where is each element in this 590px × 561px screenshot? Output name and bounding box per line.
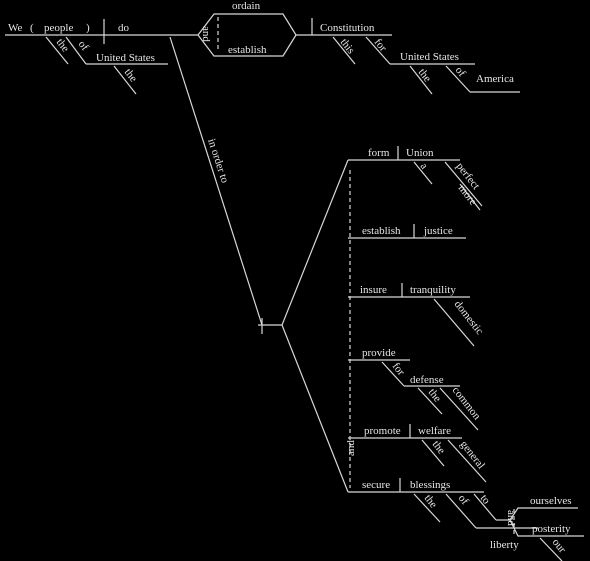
provide-text: provide — [362, 347, 396, 359]
promote-text: promote — [364, 425, 401, 437]
blessings-text: blessings — [410, 479, 450, 491]
infinitive-form: form Union a perfect more — [348, 146, 483, 211]
object-the: the — [416, 66, 434, 84]
infinitive-establish: establish justice — [348, 224, 466, 239]
subject-we: We — [8, 22, 23, 34]
more-slant — [459, 183, 481, 211]
verb-fork-upper — [197, 13, 297, 36]
infinitive-promote: promote welfare the general — [348, 424, 487, 483]
verb-fork-lower — [197, 34, 297, 57]
fan-conj-and: and — [345, 440, 357, 456]
object-united-states: United States — [400, 51, 459, 63]
union-text: Union — [406, 147, 434, 159]
to-fork-upper — [509, 507, 578, 521]
liberty-text: liberty — [490, 539, 519, 551]
the-blessings-slant — [413, 493, 441, 523]
a-slant — [413, 161, 433, 185]
object-of: of — [453, 64, 468, 79]
domestic-slant — [433, 298, 475, 347]
to-text: to — [478, 492, 493, 507]
purpose-in-order-to: in order to — [205, 137, 231, 185]
to-slant — [473, 493, 497, 521]
the-welfare-text: the — [430, 438, 448, 456]
subject-the2: the — [122, 66, 140, 84]
ourselves-text: ourselves — [530, 495, 572, 507]
common-slant — [439, 387, 479, 431]
secure-text: secure — [362, 479, 390, 491]
welfare-text: welfare — [418, 425, 451, 437]
posterity-text: posterity — [532, 523, 571, 535]
fan-upper — [281, 159, 349, 326]
of-slant — [65, 36, 87, 65]
for-slant-provide — [381, 361, 405, 387]
establish-text: establish — [362, 225, 401, 237]
for-slant — [365, 36, 391, 65]
the-blessings-text: the — [422, 492, 440, 510]
perfect-slant — [444, 161, 483, 207]
main-clause: We ( people ) do the of United States th… — [5, 0, 520, 95]
object-america: America — [476, 73, 514, 85]
verb-conj-and: and — [200, 26, 212, 42]
subject-united-states: United States — [96, 52, 155, 64]
subject-the: the — [54, 36, 72, 54]
insure-text: insure — [360, 284, 387, 296]
object-constitution: Constitution — [320, 22, 375, 34]
the-defense-slant — [417, 387, 443, 415]
subject-people: people — [44, 22, 73, 34]
domestic-text: domestic — [452, 298, 486, 337]
object-this: this — [338, 36, 357, 56]
purpose-slant — [169, 36, 263, 326]
justice-text: justice — [423, 225, 453, 237]
form-text: form — [368, 147, 390, 159]
tranquility-text: tranquility — [410, 284, 456, 296]
of-blessings-text: of — [456, 492, 471, 507]
of-obj-slant — [445, 65, 471, 93]
the2-slant — [113, 65, 137, 95]
infinitive-provide: provide for defense the common — [348, 347, 483, 431]
purpose-phrase: in order to and — [169, 36, 357, 493]
the-obj-slant — [409, 65, 433, 95]
for-text: for — [390, 360, 408, 378]
verb-ordain: ordain — [232, 0, 261, 12]
to-fork-lower — [509, 519, 584, 537]
our-slant — [539, 537, 563, 561]
defense-text: defense — [410, 374, 444, 386]
infinitive-insure: insure tranquility domestic — [348, 283, 486, 347]
verb-establish: establish — [228, 44, 267, 56]
paren-open: ( — [30, 22, 34, 34]
fan-lower — [281, 324, 349, 493]
a-text: a — [418, 160, 431, 171]
verb-do: do — [118, 22, 130, 34]
paren-close: ) — [86, 22, 90, 34]
general-slant — [447, 439, 487, 483]
object-for: for — [372, 36, 390, 54]
this-slant — [332, 36, 356, 65]
our-text: our — [550, 536, 569, 555]
subject-of: of — [76, 38, 91, 53]
infinitive-secure: secure blessings the of liberty to and o… — [348, 478, 584, 561]
and-fork-text: and — [505, 510, 517, 526]
the-welfare-slant — [421, 439, 445, 467]
the-slant — [45, 36, 69, 65]
of-blessings-slant — [445, 493, 477, 529]
